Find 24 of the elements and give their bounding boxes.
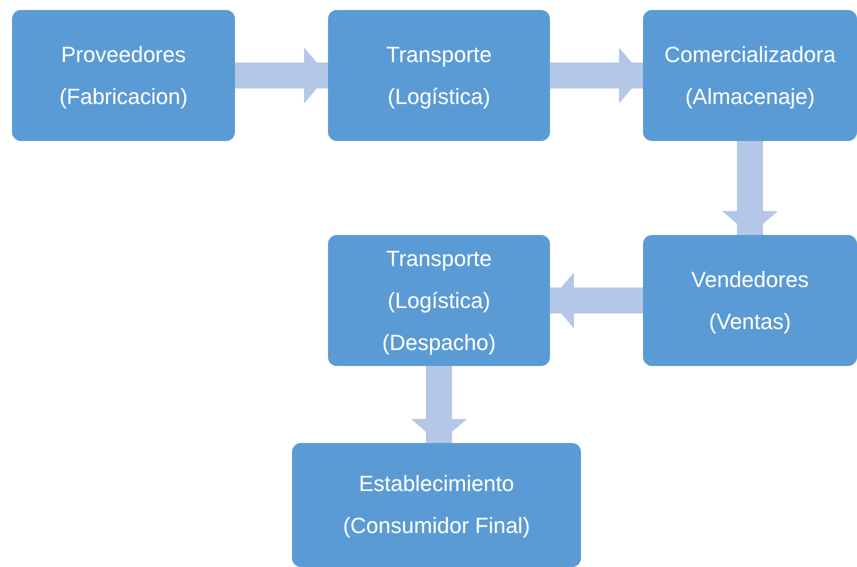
box-label: (Logística): [388, 286, 490, 315]
process-box: [12, 10, 235, 141]
box-label: (Logística): [388, 82, 490, 111]
box-label: (Despacho): [382, 328, 496, 357]
box-label: Proveedores: [61, 40, 186, 68]
process-box: [292, 443, 581, 567]
block-arrow: [550, 48, 643, 104]
box-label: Comercializadora: [664, 40, 836, 68]
process-box: [643, 10, 857, 141]
block-arrow: [550, 272, 643, 328]
box-label: Transporte: [386, 40, 492, 69]
box-label: (Almacenaje): [685, 82, 815, 111]
block-arrow: [235, 48, 328, 104]
process-box: [328, 235, 550, 366]
box-label: Establecimiento: [358, 470, 514, 498]
box-label: (Ventas): [709, 308, 791, 336]
process-box: [328, 10, 550, 141]
box-label: Vendedores: [691, 266, 809, 294]
block-arrow: [411, 366, 467, 443]
box-label: (Fabricacion): [59, 82, 188, 110]
process-box: [643, 235, 857, 366]
box-label: (Consumidor Final): [342, 512, 530, 540]
box-label: Transporte: [386, 244, 492, 273]
block-arrow: [722, 141, 778, 235]
